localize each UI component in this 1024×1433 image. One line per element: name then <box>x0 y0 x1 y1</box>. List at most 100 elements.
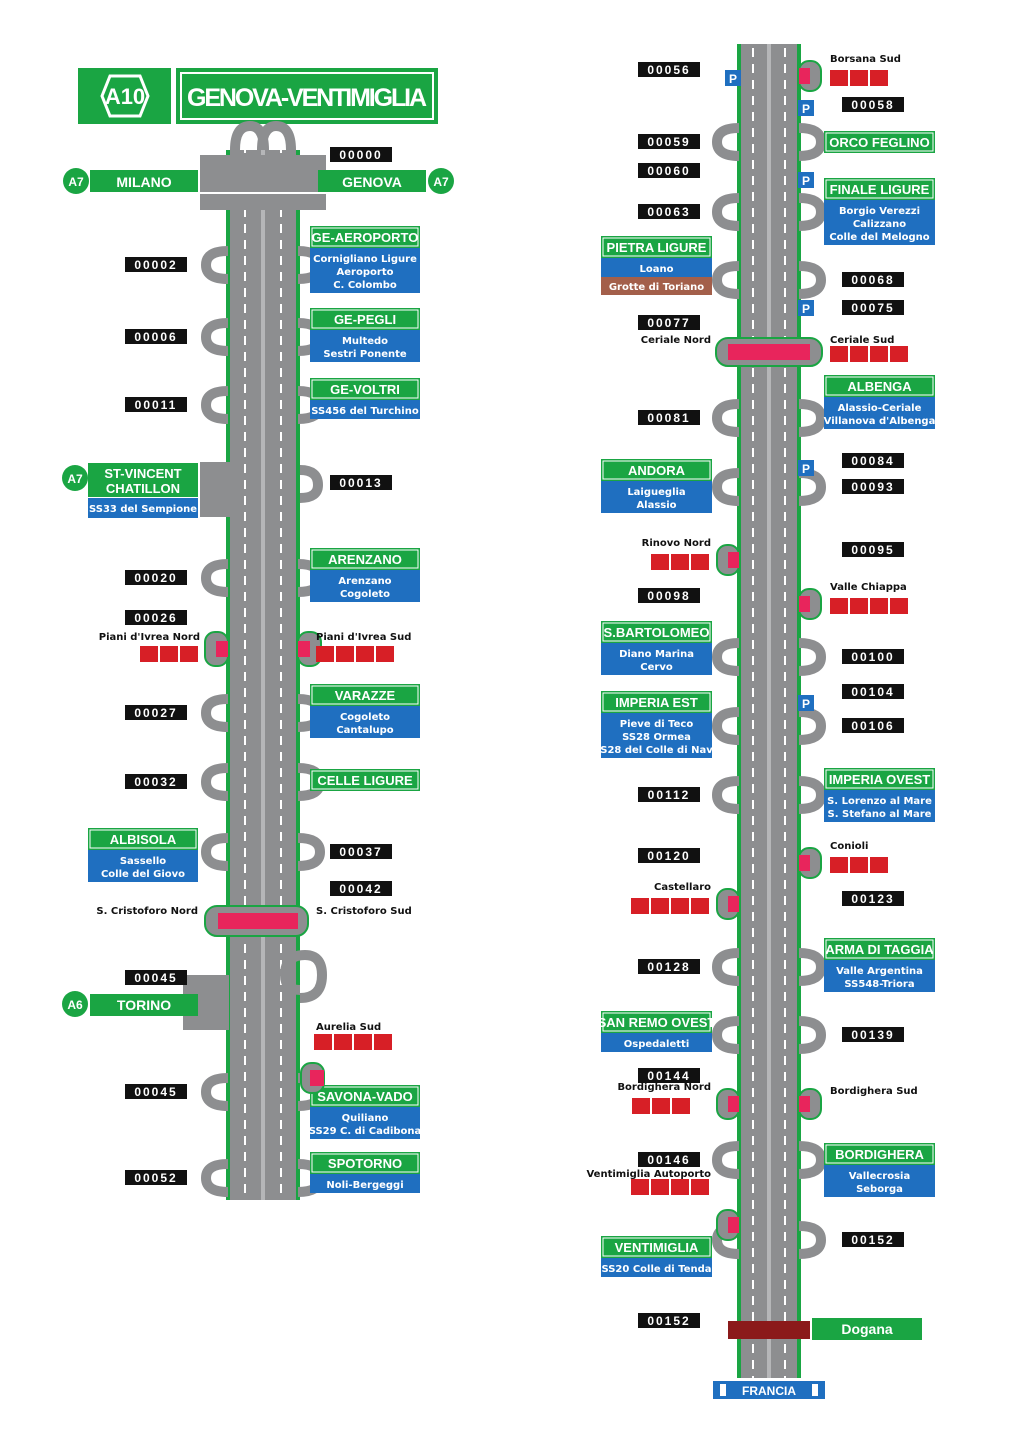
km-marker-box <box>842 1232 904 1247</box>
exit-name: ARMA DI TAGGIA <box>825 942 934 957</box>
exit-destination: Cantalupo <box>336 725 393 736</box>
exit-destination: SS20 Colle di Tenda <box>601 1264 711 1275</box>
left-highway <box>200 120 326 1200</box>
exit-name: ANDORA <box>628 463 686 478</box>
svg-text:P: P <box>802 102 810 116</box>
right-highway <box>737 44 801 1378</box>
km-marker: 00011 <box>135 398 178 412</box>
km-marker: 00093 <box>851 480 894 494</box>
exit-sign-green <box>310 1085 420 1107</box>
area-name: Ventimiglia Autoporto <box>586 1169 711 1180</box>
exit-sign-blue <box>310 248 420 293</box>
exit-sign-blue <box>601 1258 712 1277</box>
parking-icon <box>798 300 814 316</box>
ramp <box>200 318 229 356</box>
km-marker-box <box>842 97 904 112</box>
area-name: Valle Chiappa <box>830 582 907 593</box>
ramp <box>798 948 827 986</box>
a6-badge: A6 <box>67 998 83 1012</box>
service-area-aurelia: Aurelia Sud <box>300 1022 392 1094</box>
exit-sign-green <box>310 684 420 706</box>
km-marker: 00095 <box>851 543 894 557</box>
exit-sign-blue <box>824 1165 935 1197</box>
km-marker: 00123 <box>851 892 894 906</box>
a7-badge-right: A7 <box>433 175 449 189</box>
km-marker: 00058 <box>851 98 894 112</box>
route-name: GENOVA-VENTIMIGLIA <box>187 84 427 112</box>
exit-name: ALBENGA <box>847 379 912 394</box>
ramp <box>798 1221 827 1259</box>
exit-destination: Noli-Bergeggi <box>326 1180 403 1191</box>
exit-name: SAVONA-VADO <box>317 1089 413 1104</box>
stvincent-name-2: CHATILLON <box>106 481 180 496</box>
exit-sign-blue <box>310 400 420 419</box>
exit-name: SPOTORNO <box>328 1156 402 1171</box>
exit-sign-blue <box>601 481 712 513</box>
ramp <box>200 694 229 732</box>
exit-destination: Cornigliano Ligure <box>313 254 417 265</box>
border-crossing: 00152 Dogana FRANCIA <box>638 1313 922 1399</box>
exit-sign-green <box>310 308 420 330</box>
km-marker: 00000 <box>339 148 382 162</box>
km-marker: 00098 <box>647 589 690 603</box>
country-label: FRANCIA <box>742 1384 796 1398</box>
ramp <box>711 123 740 161</box>
exit-destination: Multedo <box>342 336 388 347</box>
exit-destination: SS28 Ormea <box>622 732 691 743</box>
area-name: Castellaro <box>654 882 711 893</box>
km-marker-box <box>842 453 904 468</box>
exit-sign-blue <box>824 790 935 822</box>
exit-sign-blue <box>310 706 420 738</box>
svg-text:P: P <box>802 462 810 476</box>
stvincent-dest: SS33 del Sempione <box>89 504 197 515</box>
exit-destination: Sestri Ponente <box>323 349 407 360</box>
exit-name: BORDIGHERA <box>835 1147 924 1162</box>
parking-icon <box>798 100 814 116</box>
exit-destination: S. Lorenzo al Mare <box>827 796 932 807</box>
a7-badge-stv: A7 <box>67 472 83 486</box>
route-badge: A10 <box>105 84 145 109</box>
ramp <box>798 638 827 676</box>
exit-destination: SS456 del Turchino <box>311 406 419 417</box>
exit-sign-green <box>601 1011 712 1033</box>
km-marker-box <box>125 570 187 585</box>
km-marker: 00045 <box>134 1085 177 1099</box>
km-marker-box <box>638 204 700 219</box>
exit-sign-green <box>824 178 935 200</box>
exit-name: ARENZANO <box>328 552 402 567</box>
svg-text:P: P <box>729 72 737 86</box>
ramp <box>200 559 229 597</box>
torino-label: TORINO <box>117 997 171 1013</box>
svg-text:P: P <box>802 697 810 711</box>
exit-attraction: Grotte di Toriano <box>609 282 704 293</box>
km-marker-box <box>638 848 700 863</box>
exit-sign-blue <box>310 330 420 362</box>
area-name: Aurelia Sud <box>316 1022 381 1033</box>
exit-destination: Vallecrosia <box>849 1171 910 1182</box>
exit-sign-blue <box>310 570 420 602</box>
exit-sign-green <box>88 828 198 850</box>
km-marker-box <box>638 315 700 330</box>
km-marker-box <box>638 1152 700 1167</box>
exit-sign-blue <box>824 397 935 429</box>
ramp <box>798 261 827 299</box>
exit-sign-green <box>310 548 420 570</box>
km-marker: 00045 <box>134 971 177 985</box>
km-marker-box <box>842 479 904 494</box>
km-marker: 00026 <box>134 611 177 625</box>
